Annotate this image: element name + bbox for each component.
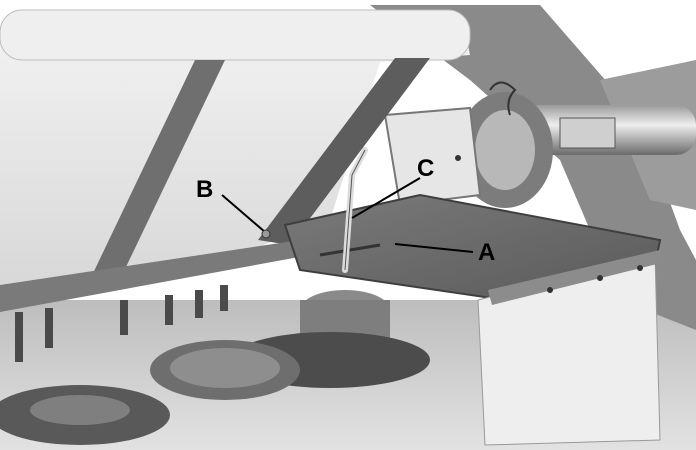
- plate-slot: [319, 243, 381, 257]
- lower-rail: [0, 240, 310, 312]
- callout-a-leader: [394, 243, 474, 253]
- disc-hub: [30, 395, 130, 425]
- shaft-decal: [559, 117, 616, 149]
- clamp-bolt: [637, 265, 643, 271]
- disc-hub: [170, 348, 280, 388]
- right-brace: [258, 58, 430, 245]
- tines-row: [15, 285, 228, 362]
- hood-top-rail: [0, 9, 471, 61]
- upper-hood: [0, 28, 470, 285]
- callout-b-label: B: [196, 176, 213, 203]
- curtain-clamp-strip: [488, 250, 665, 305]
- locking-pin-outline: [344, 149, 366, 271]
- shaft-yoke: [475, 110, 535, 190]
- safety-chain: [489, 81, 517, 116]
- clamp-bolt: [547, 287, 553, 293]
- callout-a-label: A: [478, 239, 495, 266]
- callout-b-bolt: [261, 229, 271, 239]
- clamp-bolt: [597, 275, 603, 281]
- housing-bolt: [455, 155, 461, 161]
- callout-b-leader: [221, 194, 266, 233]
- left-brace: [85, 60, 225, 290]
- callout-c-leader: [351, 177, 421, 219]
- callout-c-label: C: [417, 155, 434, 182]
- gearbox-housing: [383, 106, 482, 207]
